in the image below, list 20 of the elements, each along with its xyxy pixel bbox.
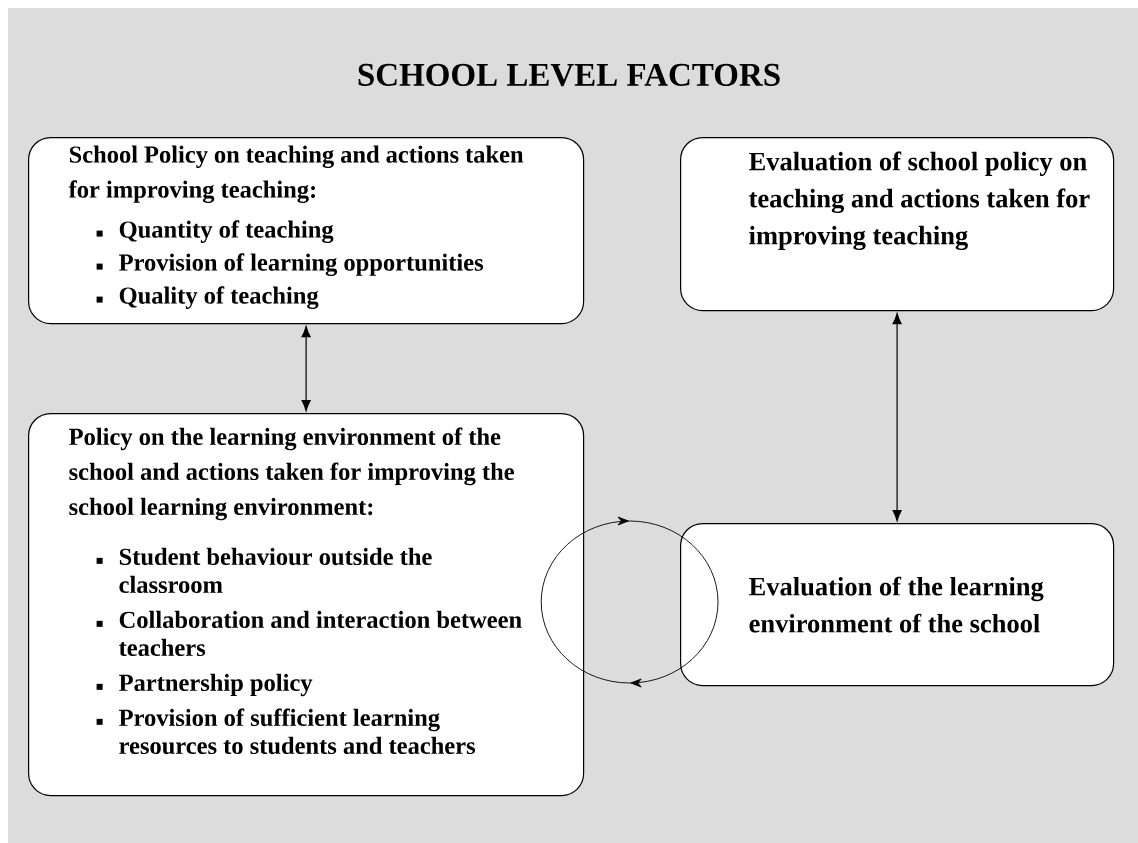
rounded-box xyxy=(680,523,1115,687)
bullet-item: Partnership policy xyxy=(96,673,313,697)
box-text: Evaluation of the learning environment of the school xyxy=(749,576,1044,633)
arrow xyxy=(301,326,311,412)
heading-text: Policy on the learning environment of the school and actions taken for improving the school learning environment: xyxy=(69,427,514,521)
bullet-item: Quality of teaching xyxy=(96,286,319,309)
arrow xyxy=(540,601,719,688)
rounded-box xyxy=(28,137,585,325)
rounded-box xyxy=(680,137,1115,312)
box-text: Evaluation of school policy on teaching and actions taken for improving teaching xyxy=(749,151,1090,251)
rounded-box xyxy=(28,413,585,797)
bullet-item: Student behaviour outside the classroom xyxy=(96,547,432,594)
bullet-item: Collaboration and interaction between teachers xyxy=(96,610,522,657)
arrow xyxy=(892,313,902,522)
arrow xyxy=(540,516,719,603)
heading-text: School Policy on teaching and actions taken for improving teaching: xyxy=(68,145,524,203)
bullet-item: Provision of learning opportunities xyxy=(96,253,484,276)
bullet-item: Quantity of teaching xyxy=(96,220,334,243)
bullet-item: Provision of sufficient learning resources to students and teachers xyxy=(96,708,476,755)
title: SCHOOL LEVEL FACTORS xyxy=(358,63,780,87)
